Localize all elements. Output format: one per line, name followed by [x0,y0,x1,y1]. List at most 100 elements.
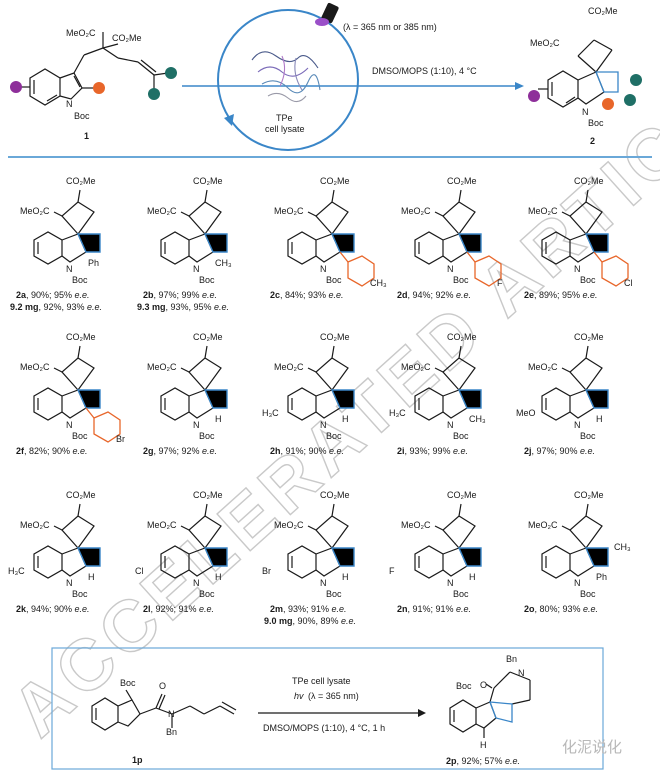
scale-up-caption: 9.2 mg, 92%, 93% e.e. [10,302,102,312]
product-2-cyclobutane [595,71,619,93]
ester-left-label: MeO₂C [401,520,431,530]
ring-substituent-label: H₃C [262,408,279,418]
product-caption: 2l, 92%; 91% e.e. [143,604,214,614]
boc-label: Boc [72,275,88,285]
ester-bond-left [307,367,317,373]
aryl-hexagon [601,255,629,287]
c2-substituent-label: H [342,572,349,582]
bottom-conditions: DMSO/MOPS (1:10), 4 °C, 1 h [263,723,385,733]
ester-bond-top [77,503,81,517]
aryl-bond [593,251,603,263]
ester-bond-left [180,525,190,531]
ee-label: e.e. [453,446,468,456]
cyclopentane-ring [61,357,95,391]
ee-label: e.e. [456,604,471,614]
aryl-hexagon [93,411,121,443]
boc-label: Boc [580,431,596,441]
cyclobutane-ring [203,389,228,409]
indoline-skeleton [414,345,476,421]
ee-label: e.e. [329,290,344,300]
product-caption: 2b, 97%; 99% e.e. [143,290,217,300]
ester-top-label: CO₂Me [320,176,350,186]
scale-up-mass: 9.0 mg [264,616,293,626]
ester-bond-left [307,525,317,531]
product-id: 2h [270,446,281,456]
product-id: 2g [143,446,154,456]
cyclobutane-ring [76,389,101,409]
aryl-substituent-label: CH₃ [370,278,387,288]
ester-top-label: CO₂Me [574,490,604,500]
aryl-substituent-label: F [497,278,503,288]
product-id: 2f [16,446,25,456]
product-cyclobutane-dot-1 [630,74,642,86]
ester-top-label: CO₂Me [574,176,604,186]
ester-bond-top [204,503,208,517]
product-caption: 2m, 93%; 91% e.e. [270,604,347,614]
product-2p-structure [449,671,531,738]
product-yield-ee: , 97%; 92% [154,446,203,456]
ester-left-label: MeO₂C [20,520,50,530]
c2-substituent-label: CH₃ [469,414,486,424]
enzyme-cycle-circle [217,9,359,151]
boc-label: Boc [326,275,342,285]
aryl-bond [466,251,476,263]
product-2p-id: 2p [446,756,457,766]
bottom-scheme: Boc O N Bn 1p TPe cell lysate hv (λ = 36… [51,647,604,770]
gem-dimethyl-label: CH₃ [614,542,631,552]
product-caption: 2d, 94%; 92% e.e. [397,290,471,300]
product-yield-ee: , 91%; 90% [281,446,330,456]
cyclopentane-ring [569,357,603,391]
boc-label: Boc [72,589,88,599]
substrate-1-n: N [66,99,73,109]
substrate-1p-structure [91,689,237,731]
substrate-1p-bn: Bn [166,727,177,737]
c2-substituent-label: H [596,414,603,424]
aryl-substituent-label: Br [116,434,125,444]
ester-bond-top [204,345,208,359]
cyclobutane-ring [203,233,228,253]
ee-label: e.e. [583,604,598,614]
product-id: 2k [16,604,27,614]
cyclopentane-ring [61,201,95,235]
product-2p-h: H [480,740,487,750]
ester-left-label: MeO₂C [528,520,558,530]
nitrogen-label: N [320,578,327,588]
ester-bond-left [53,367,63,373]
c2-substituent-label: Ph [88,258,99,268]
product-yield-ee: , 80%; 93% [535,604,584,614]
scale-up-yield-ee: , 90%, 89% [293,616,342,626]
cyclobutane-ring [584,233,609,253]
ester-top-label: CO₂Me [193,332,223,342]
product-id: 2n [397,604,408,614]
product-yield-ee: , 93%; 91% [283,604,332,614]
cyclopentane-ring [61,515,95,549]
product-yield-ee: , 82%; 90% [24,446,73,456]
product-caption: 2h, 91%; 90% e.e. [270,446,344,456]
cyclopentane-ring [315,515,349,549]
product-yield-ee: , 97%; 90% [532,446,581,456]
boc-label: Boc [326,589,342,599]
ester-left-label: MeO₂C [20,362,50,372]
boc-label: Boc [326,431,342,441]
wavelength-label: (λ = 365 nm or 385 nm) [343,22,437,32]
bottom-light: (λ = 365 nm) [308,691,359,701]
product-yield-ee: , 94%; 92% [408,290,457,300]
bottom-hv: hv [294,691,304,701]
ester-bond-top [204,189,208,203]
indoline-skeleton [160,345,222,421]
ee-label: e.e. [73,446,88,456]
product-caption: 2c, 84%; 93% e.e. [270,290,344,300]
nitrogen-label: N [66,578,73,588]
nitrogen-label: N [447,578,454,588]
ester-top-label: CO₂Me [66,490,96,500]
scale-up-ee-label: e.e. [87,302,102,312]
product-yield-ee: , 89%; 95% [534,290,583,300]
